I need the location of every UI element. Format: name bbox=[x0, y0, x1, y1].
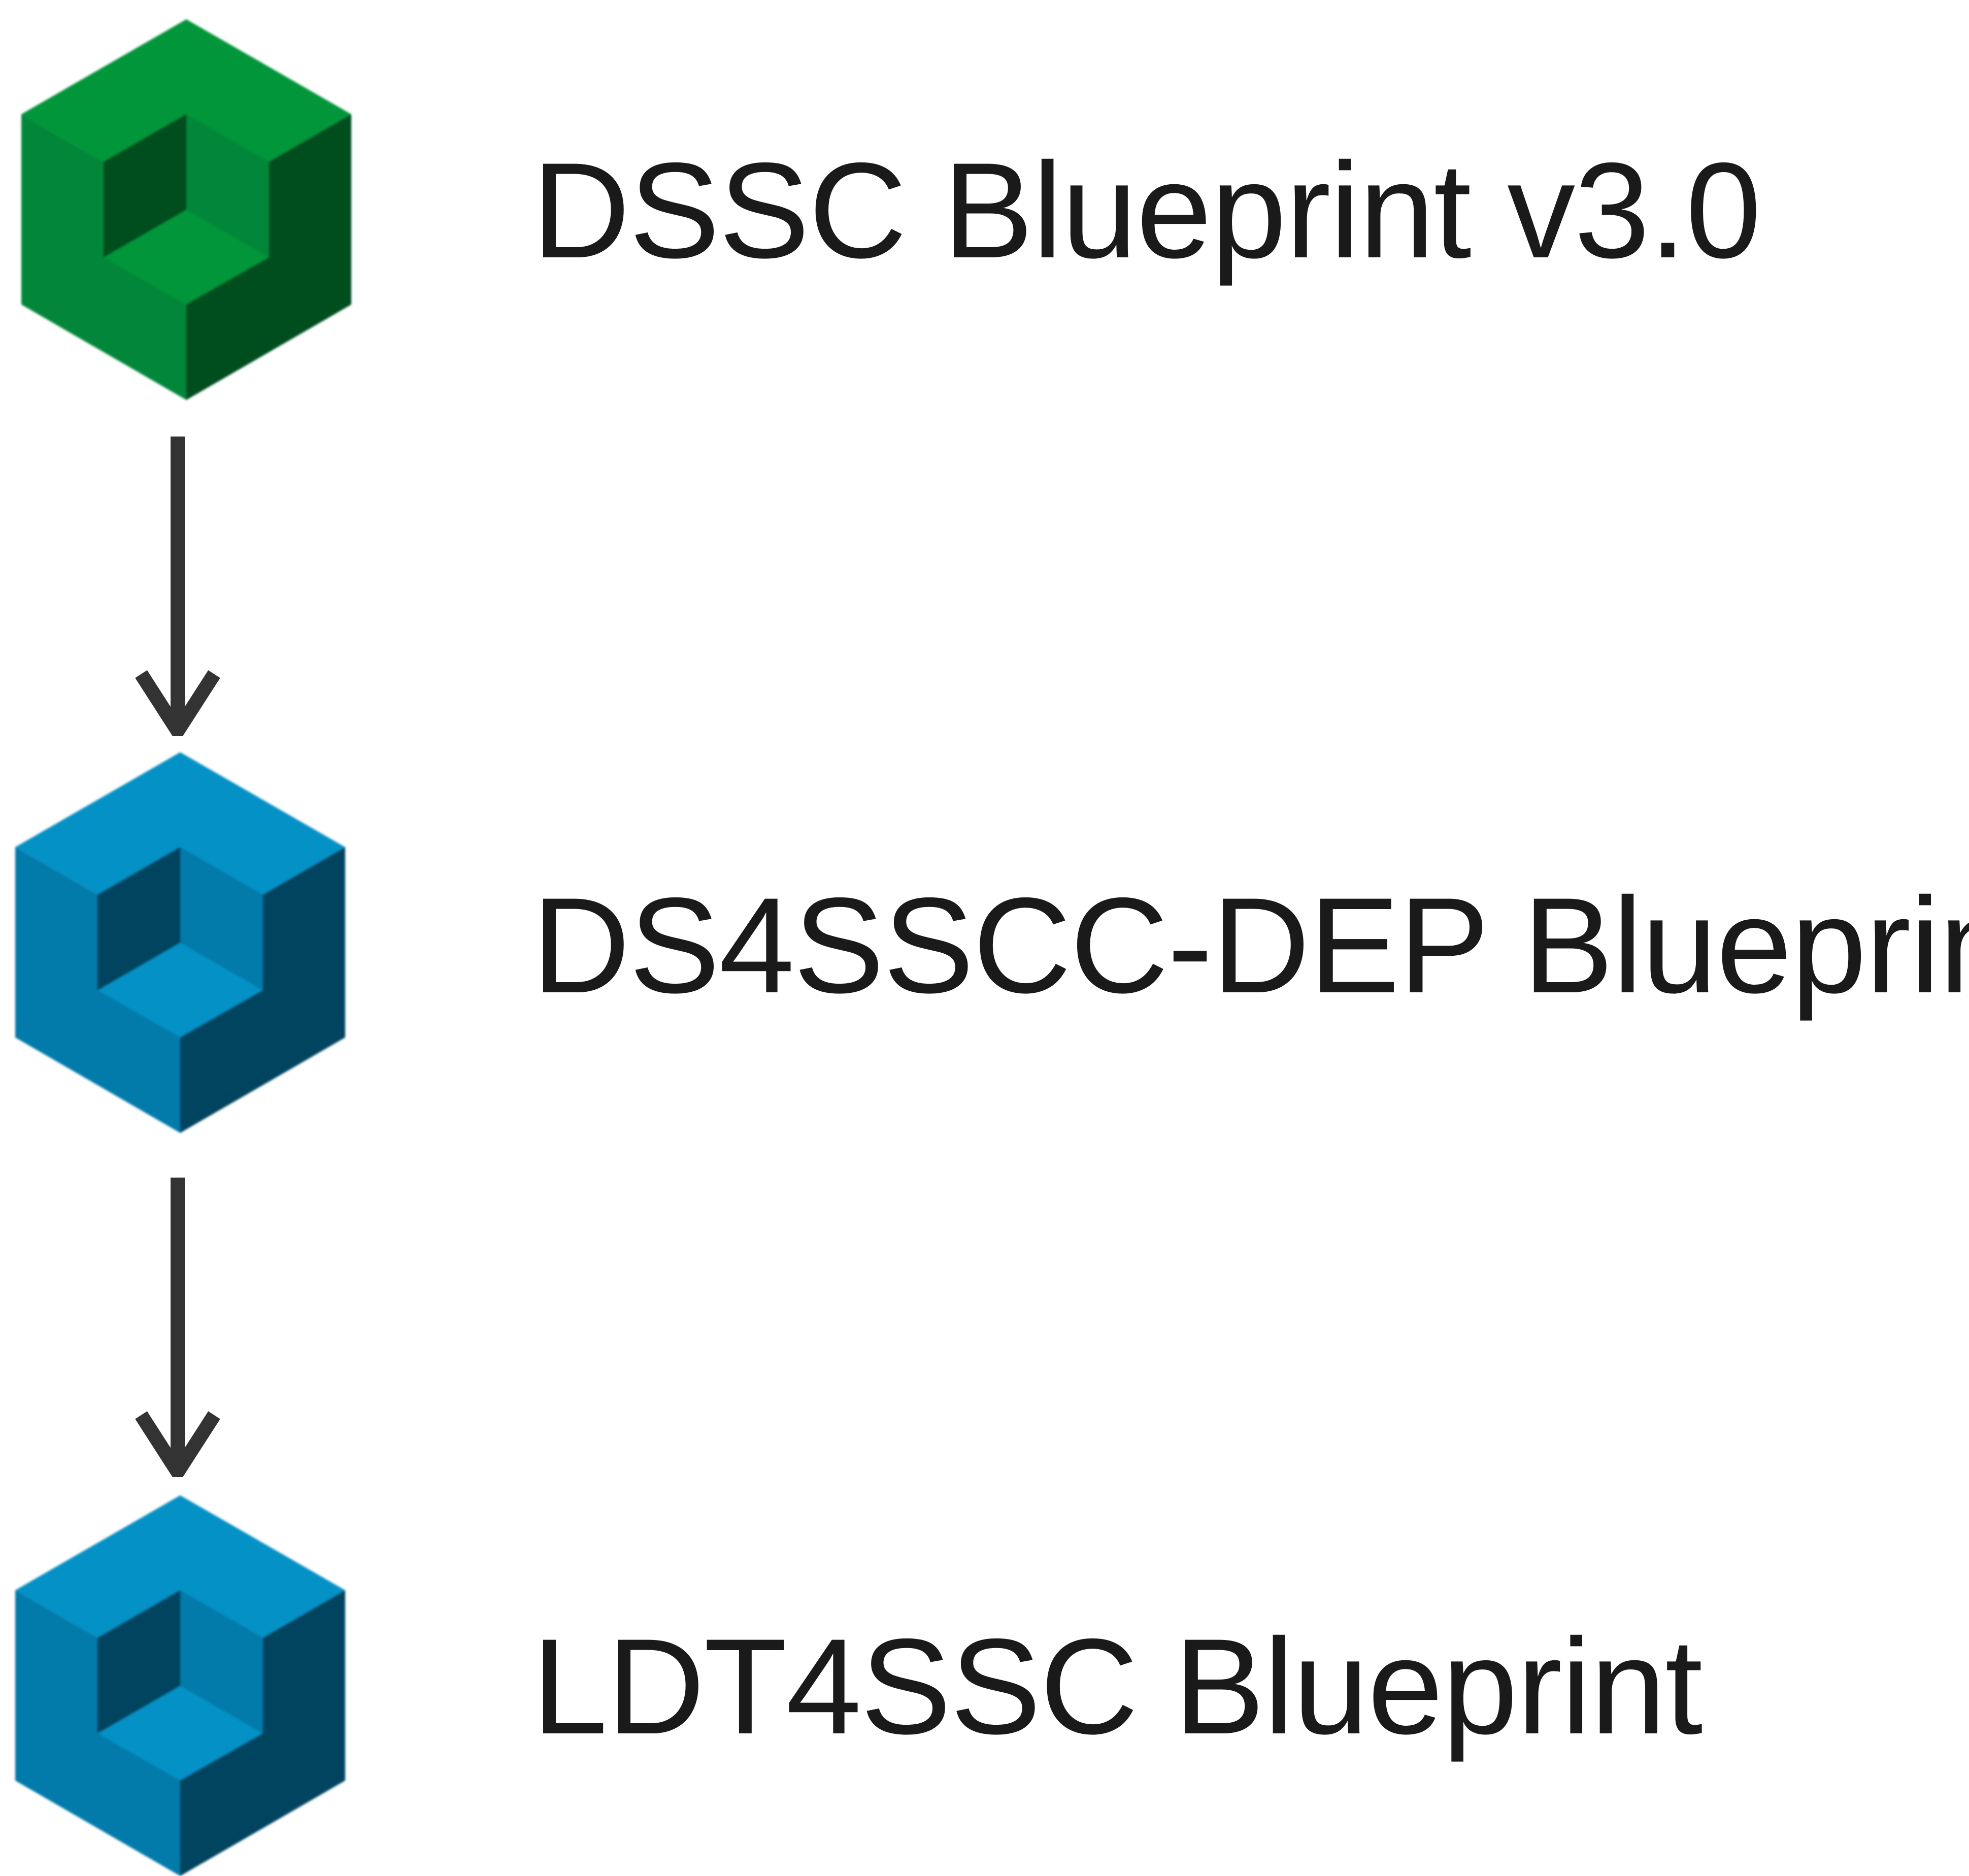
ldt4ssc-blueprint-cube-icon bbox=[15, 1495, 345, 1876]
cube-icon bbox=[15, 1495, 345, 1876]
ds4sscc-dep-blueprint-cube-icon bbox=[15, 752, 345, 1133]
connector-arrow-2 bbox=[127, 1172, 228, 1477]
node-label-ldt4ssc-blueprint: LDT4SSC Blueprint bbox=[532, 1610, 1703, 1762]
node-label-ds4sscc-dep-blueprint: DS4SSCC-DEP Blueprint bbox=[532, 869, 1969, 1021]
connector-arrow-1 bbox=[127, 431, 228, 736]
node-label-dssc-blueprint: DSSC Blueprint v3.0 bbox=[532, 134, 1761, 286]
dssc-blueprint-cube-icon bbox=[21, 19, 351, 400]
cube-icon bbox=[21, 19, 351, 400]
cube-icon bbox=[15, 752, 345, 1133]
